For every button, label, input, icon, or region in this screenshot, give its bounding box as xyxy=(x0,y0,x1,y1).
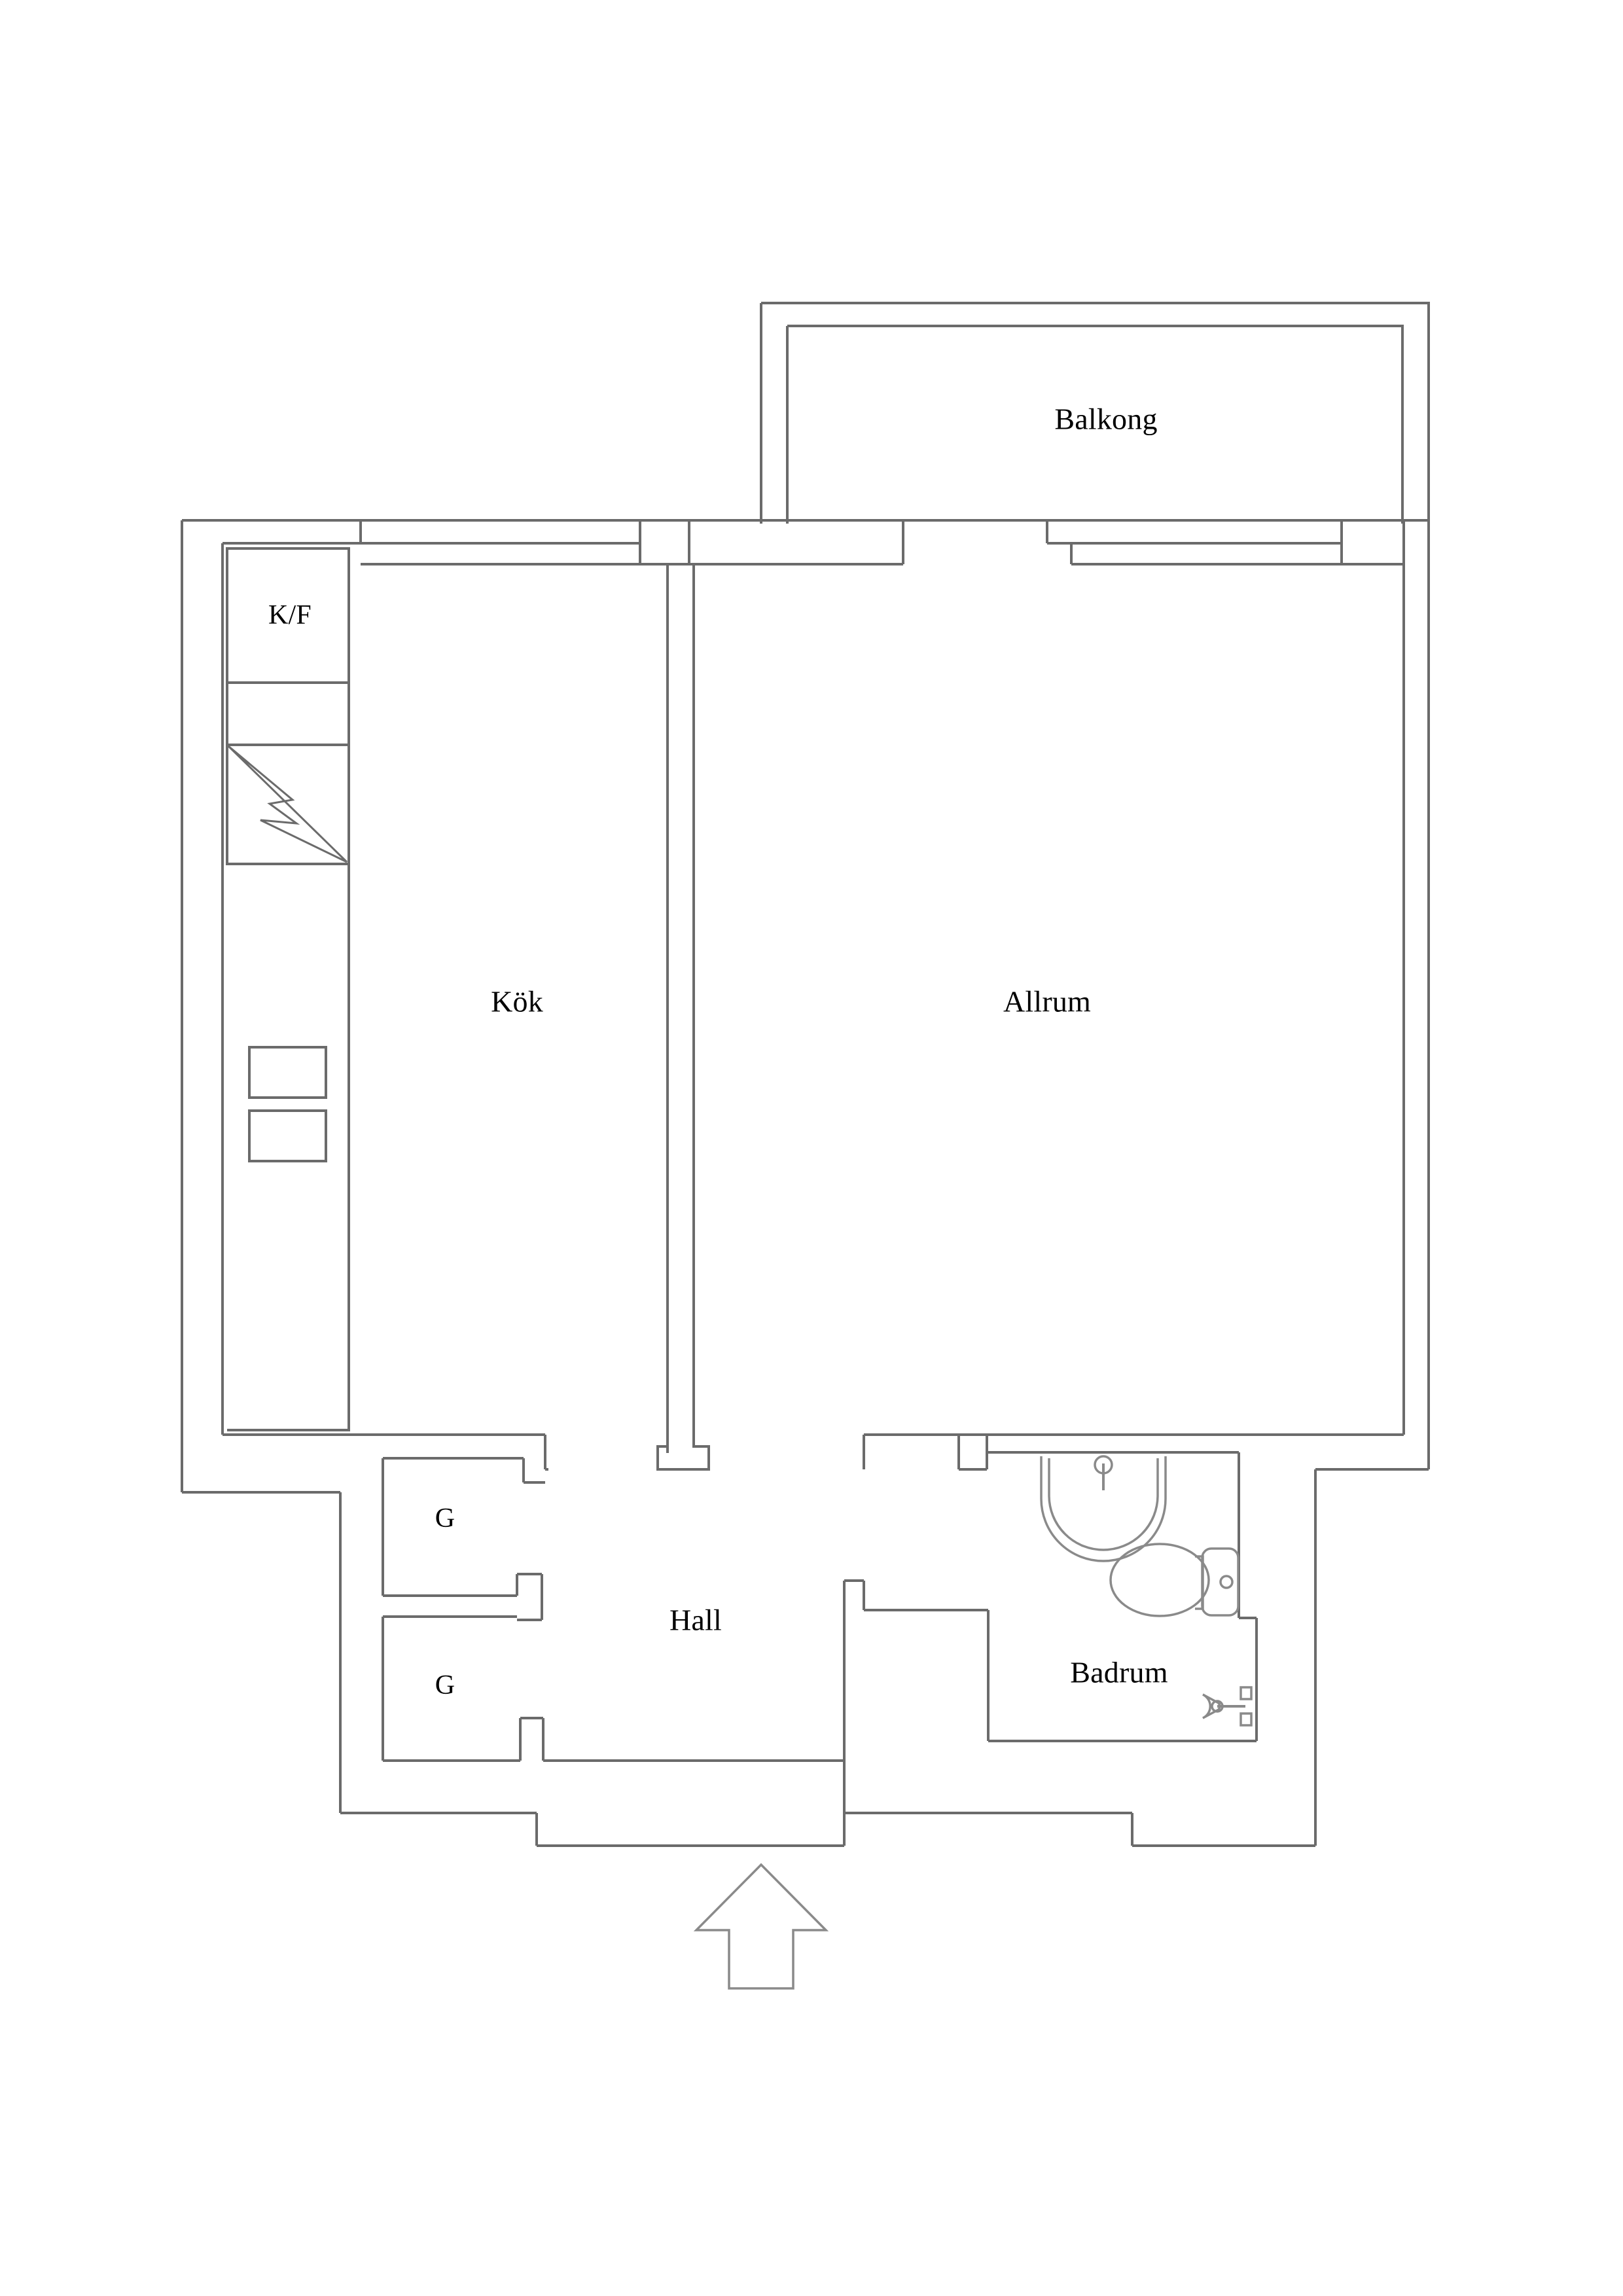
kitchen-fittings xyxy=(226,547,350,1431)
closet-walls xyxy=(382,1457,844,1762)
stove-symbol xyxy=(227,745,348,863)
interior-wall-face xyxy=(223,520,1405,565)
toilet xyxy=(1109,1543,1240,1617)
entrance-arrow xyxy=(693,1863,829,1990)
shower-head xyxy=(1202,1686,1253,1727)
stove-burners xyxy=(248,1046,327,1162)
living-room-walls xyxy=(863,564,1405,1471)
room-label-allrum: Allrum xyxy=(1003,984,1092,1018)
bathroom-fixtures xyxy=(1040,1455,1167,1562)
partition-wall xyxy=(656,564,710,1471)
annotation-label-closet-2: G xyxy=(435,1670,455,1700)
balcony-outline xyxy=(760,302,1430,524)
exterior-wall xyxy=(181,519,1430,1847)
room-label-hall: Hall xyxy=(669,1603,722,1637)
annotation-label-kf: K/F xyxy=(268,600,312,630)
room-label-badrum: Badrum xyxy=(1070,1655,1168,1689)
room-label-kok: Kök xyxy=(491,984,543,1018)
annotation-label-closet-1: G xyxy=(435,1503,455,1534)
bathroom-walls xyxy=(843,1451,1258,1813)
room-label-balkong: Balkong xyxy=(1054,402,1158,436)
